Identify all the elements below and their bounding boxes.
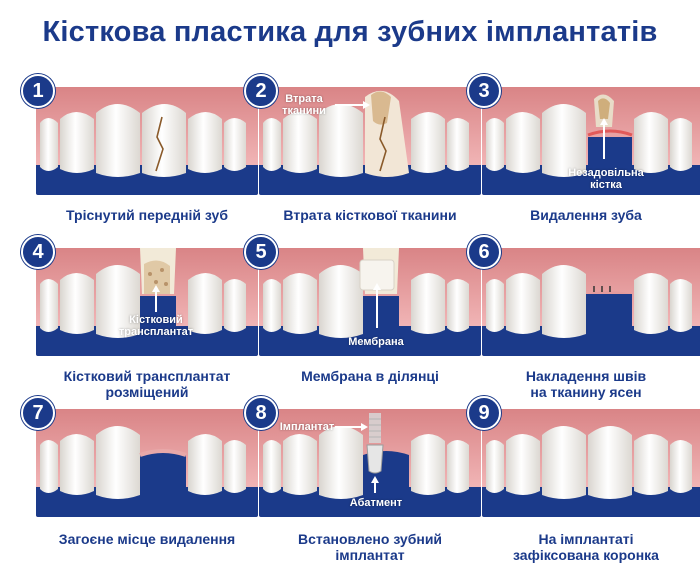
step-9-number-badge: 9 — [467, 396, 501, 430]
step-3-caption: Видалення зуба — [475, 207, 697, 223]
step-1-caption: Тріснутий передній зуб — [36, 207, 258, 223]
step-3-number-badge: 3 — [467, 74, 501, 108]
step-3-poor-bone-label-line-1: Незадовільна — [568, 167, 644, 179]
step-5-caption-line: Мембрана в ділянці — [301, 368, 439, 384]
step-1-illustration — [36, 87, 258, 195]
step-3-illustration — [482, 87, 700, 195]
step-6-caption-line-2: на тканину ясен — [530, 384, 642, 400]
step-2-number-badge: 2 — [244, 74, 278, 108]
step-5-caption: Мембрана в ділянці — [259, 368, 481, 384]
step-3-poor-bone-label-line-2: кістка — [590, 179, 622, 191]
step-9-illustration — [482, 409, 700, 517]
step-8-number-badge: 8 — [244, 396, 278, 430]
step-9-caption-line-1: На імплантаті — [538, 531, 634, 547]
step-1-caption-line: Тріснутий передній зуб — [66, 207, 228, 223]
step-6-caption-line-1: Накладення швів — [525, 368, 647, 384]
step-8-implant-label: Імплантат — [279, 421, 335, 433]
step-7-illustration — [36, 409, 258, 517]
step-8-caption: Встановлено зубний імплантат — [259, 531, 481, 563]
step-7-caption: Загоєне місце видалення — [36, 531, 258, 547]
step-2-caption-line: Втрата кісткової тканини — [283, 207, 457, 223]
step-4-number-badge: 4 — [21, 235, 55, 269]
step-2-tissue-loss-label: Втрата тканини — [273, 93, 335, 117]
step-4-bone-graft-label-line-1: Кістковий — [129, 314, 183, 326]
step-8-caption-line-1: Встановлено зубний — [297, 531, 443, 547]
step-7-number-badge: 7 — [21, 396, 55, 430]
step-2-tissue-loss-label-line-2: тканини — [282, 105, 326, 117]
step-2-illustration — [259, 87, 481, 195]
step-9-caption-line-2: зафіксована коронка — [513, 547, 659, 563]
step-4-caption-line-2: розміщений — [105, 384, 189, 400]
step-7-caption-line: Загоєне місце видалення — [58, 531, 236, 547]
step-8-caption-line-2: імплантат — [335, 547, 405, 563]
step-4-illustration — [36, 248, 258, 356]
step-3-caption-line: Видалення зуба — [530, 207, 642, 223]
step-5-number-badge: 5 — [244, 235, 278, 269]
step-5-membrane-label: Мембрана — [348, 336, 404, 348]
step-3-poor-bone-label: Незадовільна кістка — [562, 167, 650, 191]
step-6-illustration — [482, 248, 700, 356]
step-8-illustration — [259, 409, 481, 517]
step-6-caption: Накладення швів на тканину ясен — [475, 368, 697, 400]
step-8-abutment-label: Абатмент — [349, 497, 403, 509]
step-9-caption: На імплантаті зафіксована коронка — [475, 531, 697, 563]
step-4-caption: Кістковий трансплантат розміщений — [36, 368, 258, 400]
step-2-tissue-loss-label-line-1: Втрата — [285, 93, 323, 105]
step-4-bone-graft-label-line-2: трансплантат — [118, 326, 194, 338]
step-6-number-badge: 6 — [467, 235, 501, 269]
step-5-illustration — [259, 248, 481, 356]
step-4-bone-graft-label: Кістковий трансплантат — [116, 314, 196, 338]
step-4-caption-line-1: Кістковий трансплантат — [63, 368, 231, 384]
step-2-caption: Втрата кісткової тканини — [259, 207, 481, 223]
step-1-number-badge: 1 — [21, 74, 55, 108]
page-title: Кісткова пластика для зубних імплантатів — [42, 16, 658, 48]
